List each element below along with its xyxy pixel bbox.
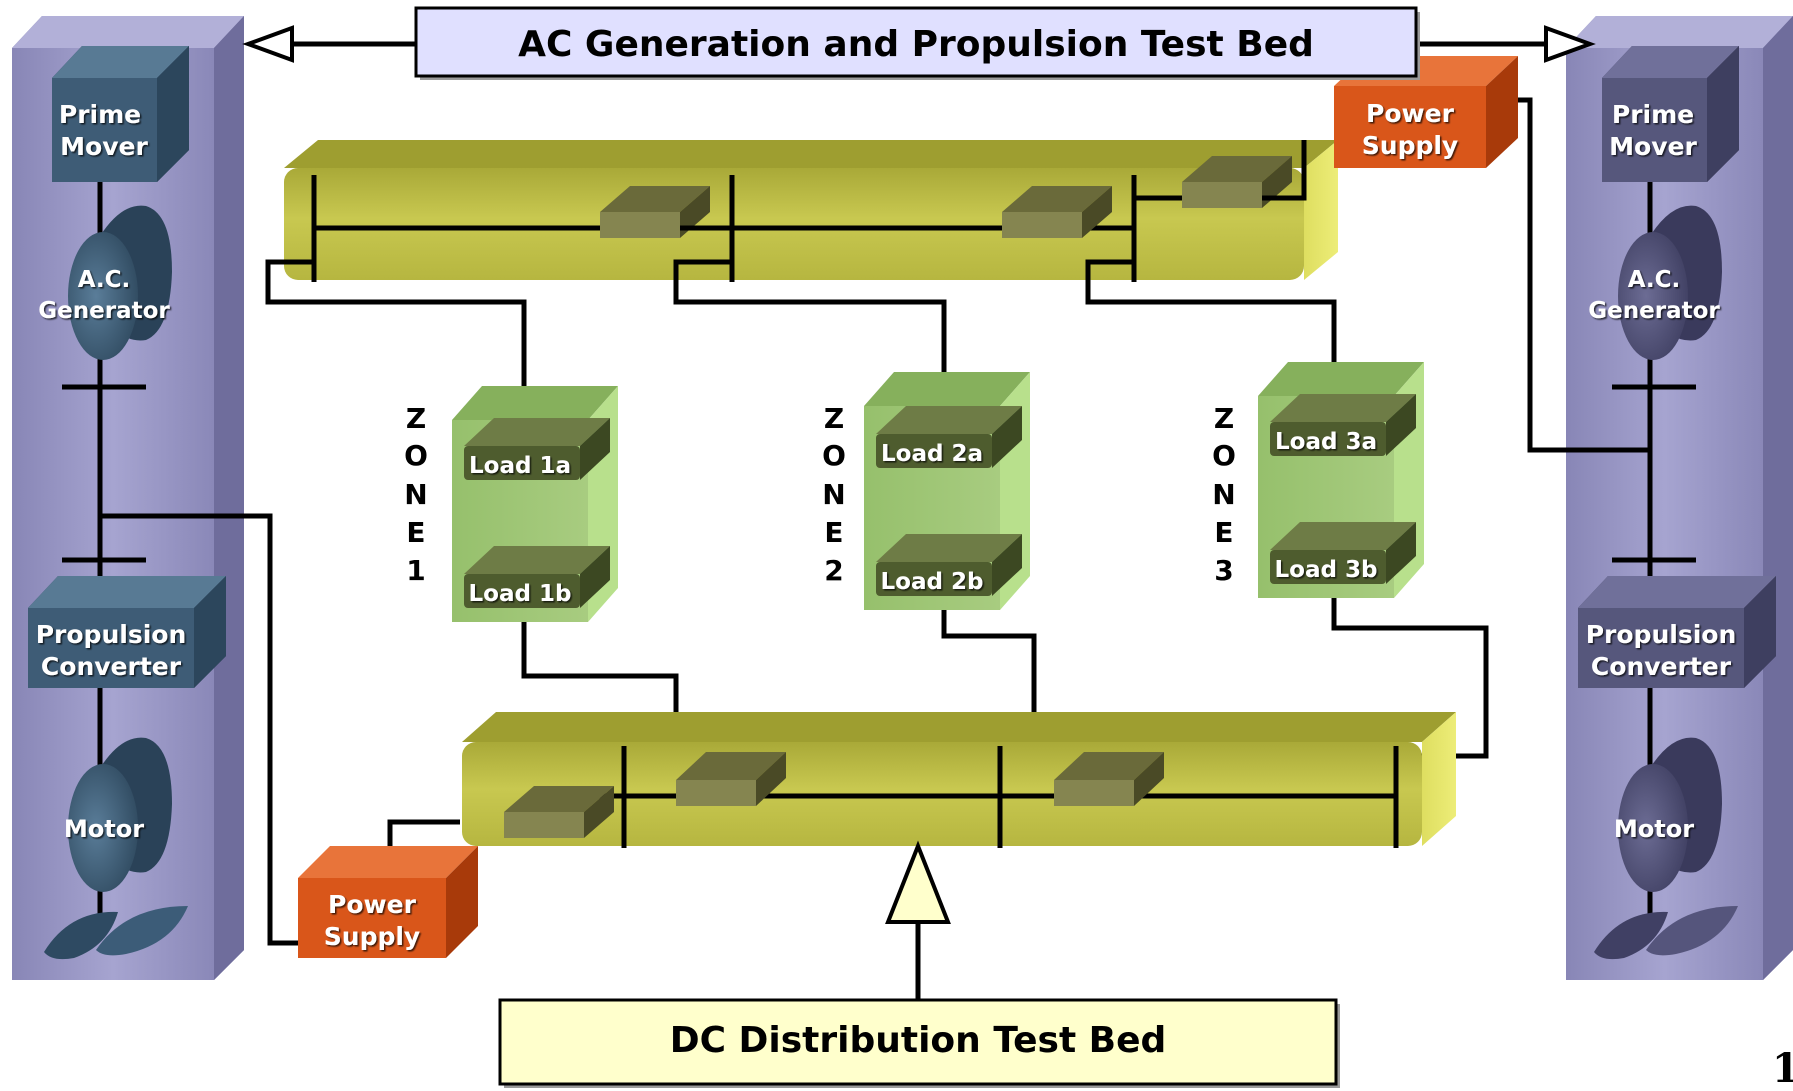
left-motor: Motor: [64, 737, 172, 892]
left-unit: Prime Mover A.C. Generator Propulsion Co…: [12, 16, 300, 980]
svg-text:E: E: [406, 516, 425, 549]
dc-testbed-title: DC Distribution Test Bed: [670, 1020, 1167, 1061]
ac-breaker3-to-power-supply-wire: [1262, 140, 1307, 201]
zone-1-label: Z O N E 1: [404, 402, 428, 587]
zone-1: Z O N E 1 Load 1a Load 1b: [404, 386, 618, 622]
load-3a: Load 3a: [1270, 394, 1416, 456]
zone-3: Z O N E 3 Load 3a Load 3b: [1212, 362, 1424, 598]
left-to-power-supply-wire: [100, 513, 300, 946]
left-propeller-icon: [44, 906, 188, 960]
right-propeller-icon: [1594, 906, 1738, 960]
ac-testbed-title: AC Generation and Propulsion Test Bed: [518, 24, 1314, 65]
svg-text:N: N: [1212, 478, 1235, 511]
ac-feeder-zone2: [673, 259, 947, 374]
ac-feeder-zone3: [1085, 259, 1337, 362]
right-prime-mover-label-1: Prime: [1612, 100, 1694, 129]
svg-text:O: O: [1212, 439, 1236, 472]
dc-breaker-3: [1054, 752, 1164, 806]
load-2a-label: Load 2a: [881, 441, 983, 467]
right-motor-label: Motor: [1614, 815, 1694, 843]
left-generator-label-2: Generator: [38, 298, 170, 324]
left-ac-generator: A.C. Generator: [38, 205, 172, 360]
left-converter-label-1: Propulsion: [36, 620, 187, 649]
dc-testbed-title-box: DC Distribution Test Bed: [498, 998, 1340, 1088]
left-motor-label: Motor: [64, 815, 144, 843]
load-3a-label: Load 3a: [1275, 429, 1377, 455]
dc-breaker-1: [504, 786, 614, 838]
right-converter-label-1: Propulsion: [1586, 620, 1737, 649]
left-prime-mover-label-1: Prime: [59, 100, 141, 129]
ac-feeder-zone1: [265, 259, 527, 388]
load-3b-label: Load 3b: [1275, 557, 1378, 583]
left-converter-label-2: Converter: [41, 652, 182, 681]
svg-text:2: 2: [824, 554, 843, 587]
svg-text:Z: Z: [1214, 402, 1234, 435]
right-prime-mover-label-2: Mover: [1609, 132, 1697, 161]
svg-text:O: O: [404, 439, 428, 472]
power-supply-top-label-2: Supply: [1362, 131, 1458, 160]
svg-text:E: E: [1214, 516, 1233, 549]
ac-breaker-2: [1002, 186, 1112, 238]
zone-2-label: Z O N E 2: [822, 402, 846, 587]
left-prime-mover-label-2: Mover: [60, 132, 148, 161]
right-generator-label-1: A.C.: [1628, 267, 1681, 293]
power-supply-bottom: Power Supply: [298, 846, 478, 958]
right-unit: Prime Mover A.C. Generator Propulsion Co…: [1566, 16, 1793, 980]
svg-text:3: 3: [1214, 554, 1233, 587]
dc-bus-bar: [462, 712, 1456, 848]
ac-breaker-1: [600, 186, 710, 238]
ac-title-arrows: [242, 25, 1596, 63]
svg-text:1: 1: [406, 554, 425, 587]
dc-breaker-2: [676, 752, 786, 806]
right-ac-generator: A.C. Generator: [1588, 205, 1722, 360]
load-1b: Load 1b: [464, 546, 610, 608]
svg-text:N: N: [404, 478, 427, 511]
ac-bus-bar: [284, 140, 1338, 282]
right-converter-label-2: Converter: [1591, 652, 1732, 681]
ac-breaker-3: [1182, 156, 1292, 208]
power-supply-top-label-1: Power: [1366, 99, 1455, 128]
left-propulsion-converter: Propulsion Converter: [28, 576, 226, 688]
left-prime-mover: Prime Mover: [52, 46, 189, 182]
load-2b-label: Load 2b: [881, 569, 984, 595]
load-3b: Load 3b: [1270, 522, 1416, 584]
svg-text:E: E: [824, 516, 843, 549]
svg-text:N: N: [822, 478, 845, 511]
power-supply-bottom-label-2: Supply: [324, 922, 420, 951]
right-propulsion-converter: Propulsion Converter: [1578, 576, 1776, 688]
load-2b: Load 2b: [876, 534, 1022, 596]
right-motor: Motor: [1614, 737, 1722, 892]
ac-testbed-title-box: AC Generation and Propulsion Test Bed: [414, 6, 1420, 80]
right-generator-label-2: Generator: [1588, 298, 1720, 324]
page-number: 1: [1772, 1045, 1793, 1091]
load-1a: Load 1a: [464, 418, 610, 480]
zone-2: Z O N E 2 Load 2a Load 2b: [822, 372, 1030, 610]
right-prime-mover: Prime Mover: [1602, 46, 1739, 182]
load-1b-label: Load 1b: [469, 581, 572, 607]
power-supply-bottom-label-1: Power: [328, 890, 417, 919]
dc-title-arrow: [885, 840, 951, 1000]
load-1a-label: Load 1a: [469, 453, 571, 479]
left-generator-label-1: A.C.: [78, 267, 131, 293]
svg-text:Z: Z: [824, 402, 844, 435]
svg-text:O: O: [822, 439, 846, 472]
svg-text:Z: Z: [406, 402, 426, 435]
load-2a: Load 2a: [876, 406, 1022, 468]
zone-3-label: Z O N E 3: [1212, 402, 1236, 587]
